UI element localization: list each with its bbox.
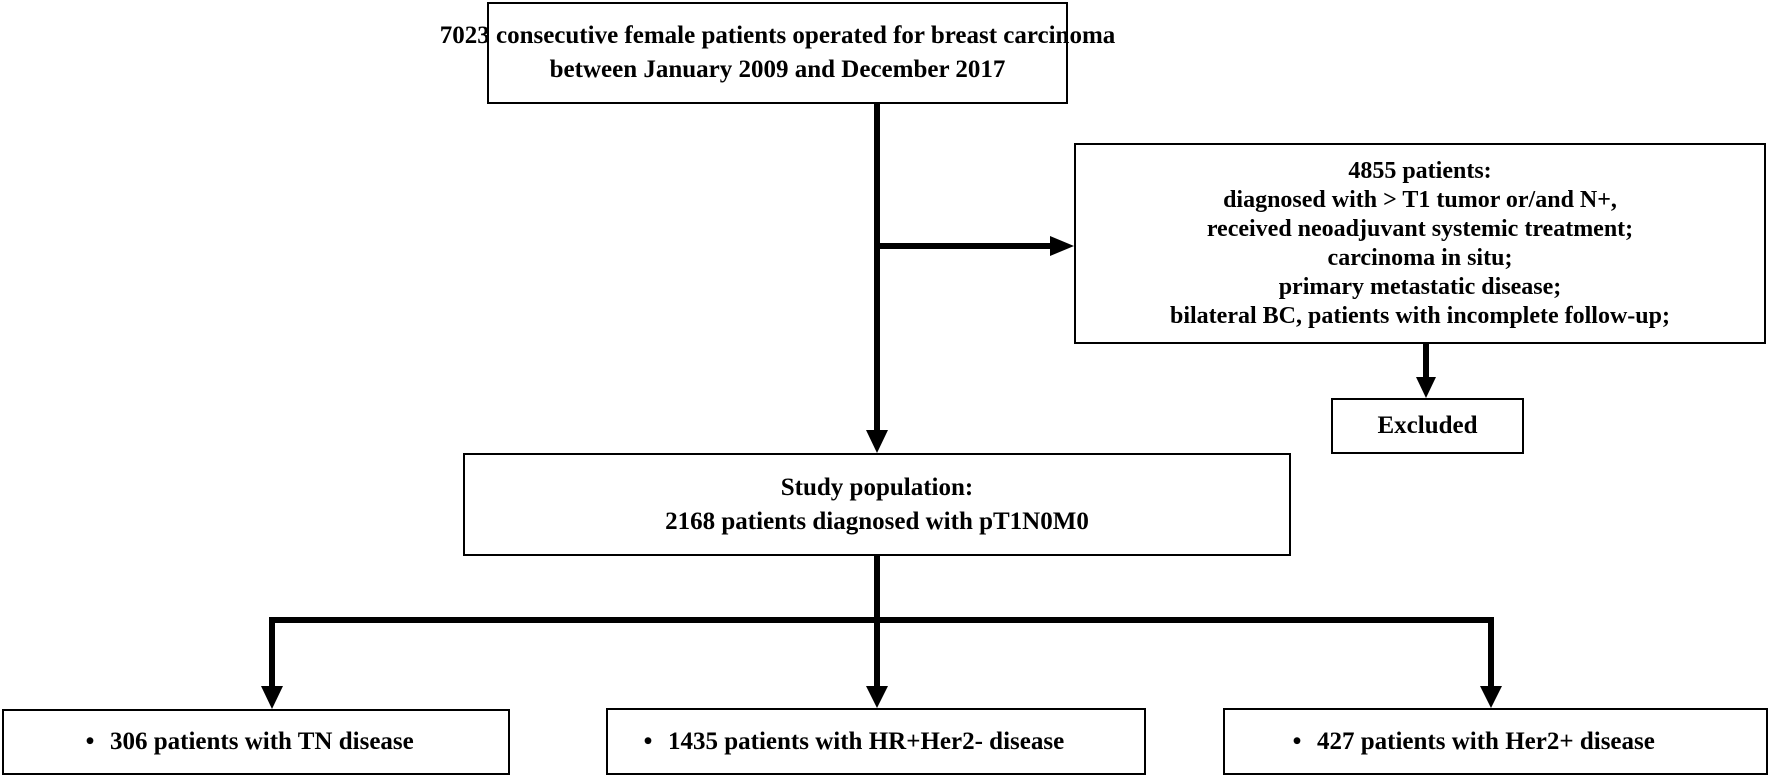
arrowhead-to-her2 xyxy=(1480,686,1502,708)
source-population-box: 7023 consecutive female patients operate… xyxy=(440,2,1115,104)
subgroup-tn-label: 306 patients with TN disease xyxy=(110,728,414,755)
bullet-icon: • xyxy=(643,727,653,755)
excluded-label: Excluded xyxy=(1377,412,1478,439)
subgroup-hr-label: 1435 patients with HR+Her2- disease xyxy=(668,727,1065,755)
exclusion-line-3: received neoadjuvant systemic treatment; xyxy=(1206,215,1634,242)
arrowhead-to-tn xyxy=(261,686,283,709)
connector-lines xyxy=(269,104,1494,688)
subgroup-hr-box: • 1435 patients with HR+Her2- disease xyxy=(606,708,1146,775)
exclusion-line-6: bilateral BC, patients with incomplete f… xyxy=(1170,302,1670,329)
bullet-icon: • xyxy=(85,728,95,755)
exclusion-line-1: 4855 patients: xyxy=(1348,157,1492,184)
arrowheads xyxy=(261,236,1502,709)
study-population-box: Study population: 2168 patients diagnose… xyxy=(463,453,1291,556)
arrowhead-to-hr xyxy=(866,686,888,708)
excluded-box: Excluded xyxy=(1331,398,1524,454)
source-line-1: 7023 consecutive female patients operate… xyxy=(439,22,1116,49)
exclusion-criteria-box: 4855 patients: diagnosed with > T1 tumor… xyxy=(1074,143,1766,344)
arrowhead-to-excluded xyxy=(1416,377,1436,398)
source-line-2: between January 2009 and December 2017 xyxy=(549,56,1006,83)
study-line-2: 2168 patients diagnosed with pT1N0M0 xyxy=(665,507,1089,535)
subgroup-her2-box: • 427 patients with Her2+ disease xyxy=(1223,708,1768,775)
exclusion-line-5: primary metastatic disease; xyxy=(1278,273,1562,300)
bullet-icon: • xyxy=(1292,727,1302,755)
subgroup-tn-box: • 306 patients with TN disease xyxy=(2,709,510,775)
study-line-1: Study population: xyxy=(780,473,974,501)
subgroup-her2-label: 427 patients with Her2+ disease xyxy=(1317,727,1655,755)
exclusion-line-2: diagnosed with > T1 tumor or/and N+, xyxy=(1223,186,1617,213)
arrowhead-to-study xyxy=(866,430,888,453)
exclusion-line-4: carcinoma in situ; xyxy=(1327,244,1513,271)
arrowhead-to-exclusion xyxy=(1050,236,1074,256)
